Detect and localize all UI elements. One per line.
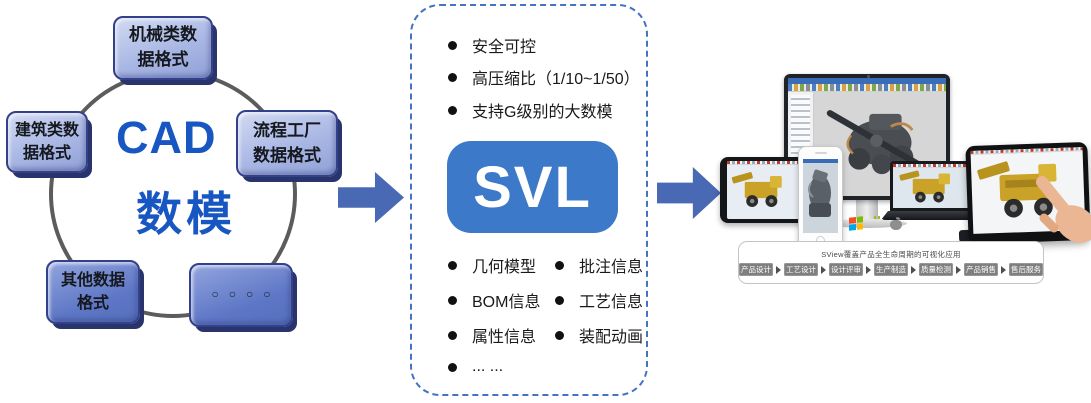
laptop-device (890, 161, 972, 211)
cad-formats-diagram: 机械类数 据格式 建筑类数 据格式 流程工厂 数据格式 其他数据 格式 ○○○○… (0, 0, 410, 403)
stage-label: 生产制造 (874, 262, 908, 277)
bullet-icon (448, 40, 457, 50)
node-label: 建筑类数 (14, 121, 79, 139)
node-mechanical-formats: 机械类数 据格式 (113, 16, 213, 80)
cad-title: CAD (116, 112, 217, 163)
lifecycle-title: SView覆盖产品全生命周期的可视化应用 (821, 249, 961, 259)
gray-3d-model (807, 169, 831, 217)
feature-label: 高压缩比（1/10~1/50） (472, 71, 640, 88)
content-feature-row: 几何模型 批注信息 (448, 253, 643, 277)
truck-3d-model (731, 172, 782, 208)
stage-label: 售后服务 (1009, 262, 1043, 277)
webcam-icon (867, 75, 870, 78)
feature-label: 装配动画 (579, 329, 644, 346)
app-toolbar (727, 161, 801, 165)
node-label: 数据格式 (253, 145, 321, 165)
feature-item: 安全可控 (448, 33, 536, 57)
laptop-keyboard-base (881, 211, 981, 220)
feature-item: 支持G级别的大数模 (448, 98, 612, 122)
app-toolbar (788, 84, 946, 92)
cad-subtitle: 数模 (136, 188, 236, 240)
windows-icon (849, 215, 863, 231)
stage-label: 产品销售 (964, 262, 998, 277)
feature-label: BOM信息 (472, 294, 541, 311)
node-label: 格式 (76, 295, 109, 312)
feature-item: 高压缩比（1/10~1/50） (448, 65, 640, 89)
stage-label: 产品设计 (739, 262, 773, 277)
monitor-stand-neck (856, 200, 878, 220)
stage-arrow-icon (776, 265, 781, 274)
content-feature-row: BOM信息 工艺信息 (448, 288, 643, 312)
node-label: 据格式 (137, 50, 189, 69)
tablet-screen (727, 161, 801, 219)
convertible-screen (970, 147, 1086, 234)
bullet-icon (448, 362, 457, 372)
node-architecture-formats: 建筑类数 据格式 (6, 111, 88, 173)
smartphone-device (798, 146, 843, 249)
content-feature-row: 属性信息 装配动画 (448, 323, 643, 347)
bullet-icon (448, 105, 457, 115)
lifecycle-stages: 产品设计 工艺设计 设计评审 生产制造 质量检测 产品销售 售后服务 (739, 262, 1043, 277)
stage-label: 工艺设计 (784, 262, 818, 277)
stage-arrow-icon (911, 265, 916, 274)
feature-label: 几何模型 (472, 259, 537, 276)
app-titlebar (803, 159, 838, 163)
truck-3d-model (977, 161, 1057, 218)
node-label: 流程工厂 (253, 120, 321, 140)
truck-3d-model (899, 170, 950, 203)
devices-collage: SView覆盖产品全生命周期的可视化应用 产品设计 工艺设计 设计评审 生产制造… (700, 0, 1091, 403)
feature-label: 属性信息 (472, 329, 537, 346)
feature-label: 安全可控 (472, 39, 537, 56)
feature-label: 支持G级别的大数模 (472, 104, 613, 121)
laptop-screen (893, 164, 969, 208)
bullet-icon (555, 295, 564, 305)
apple-icon (890, 215, 902, 230)
node-process-plant-formats: 流程工厂 数据格式 (236, 110, 338, 177)
lifecycle-flow-panel: SView覆盖产品全生命周期的可视化应用 产品设计 工艺设计 设计评审 生产制造… (738, 241, 1044, 284)
feature-label: 工艺信息 (579, 294, 644, 311)
node-label: 机械类数 (129, 25, 197, 45)
stage-arrow-icon (1001, 265, 1006, 274)
engine-3d-model (826, 110, 934, 175)
android-icon (870, 216, 883, 230)
feature-label: 批注信息 (579, 259, 644, 276)
bullet-icon (555, 330, 564, 340)
ellipsis-dots: ○○○○ (211, 287, 281, 302)
node-label: 其他数据 (60, 271, 125, 289)
feature-item-more: ... ... (448, 358, 503, 376)
monitor-stand-base (827, 219, 907, 228)
convertible-laptop-device (965, 141, 1091, 245)
stage-arrow-icon (866, 265, 871, 274)
bullet-icon (555, 260, 564, 270)
node-more-formats: ○○○○ (189, 263, 293, 327)
stage-arrow-icon (956, 265, 961, 274)
bullet-icon (448, 295, 457, 305)
phone-speaker (814, 152, 827, 154)
bullet-icon (448, 330, 457, 340)
node-other-formats: 其他数据 格式 (46, 260, 140, 324)
bullet-icon (448, 260, 457, 270)
model-viewport (814, 92, 946, 196)
node-label: 据格式 (22, 145, 71, 162)
stage-arrow-icon (821, 265, 826, 274)
tablet-device (720, 157, 808, 223)
bullet-icon (448, 72, 457, 82)
os-support-icons (849, 215, 902, 231)
pointing-hand (1036, 176, 1091, 243)
stage-label: 质量检测 (919, 262, 953, 277)
phone-screen (803, 159, 838, 233)
stage-label: 设计评审 (829, 262, 863, 277)
app-titlebar (788, 78, 946, 84)
svl-badge: SVL (447, 141, 618, 233)
app-toolbar (893, 164, 969, 168)
feature-label: ... ... (472, 358, 504, 375)
